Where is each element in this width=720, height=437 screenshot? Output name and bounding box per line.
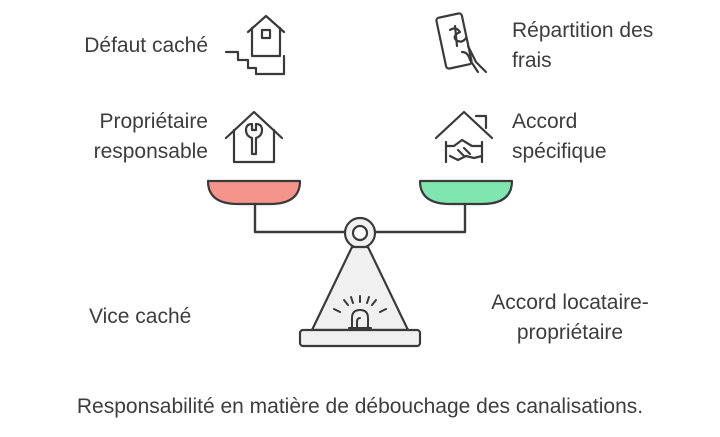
label-vice-cache: Vice caché	[89, 305, 192, 328]
house-wrench-icon	[224, 110, 284, 164]
pivot-center	[351, 224, 369, 242]
label-accord-specifique: Accord spécifique	[512, 110, 607, 163]
label-accord-locataire-proprietaire: Accord locataire- propriétaire	[491, 291, 649, 344]
scale-base	[298, 328, 422, 348]
diagram-caption: Responsabilité en matière de débouchage …	[76, 395, 644, 418]
house-handshake-icon	[434, 110, 494, 164]
right-pan	[418, 179, 514, 206]
scale-beam	[253, 202, 467, 234]
label-defaut-cache: Défaut caché	[84, 34, 208, 57]
left-pan	[206, 179, 302, 206]
house-on-stairs-icon	[224, 14, 286, 76]
alarm-light-icon	[333, 295, 387, 329]
label-repartition-des-frais: Répartition des frais	[512, 19, 654, 72]
hand-money-icon	[435, 12, 488, 74]
label-proprietaire-responsable: Propriétaire responsable	[93, 110, 208, 163]
